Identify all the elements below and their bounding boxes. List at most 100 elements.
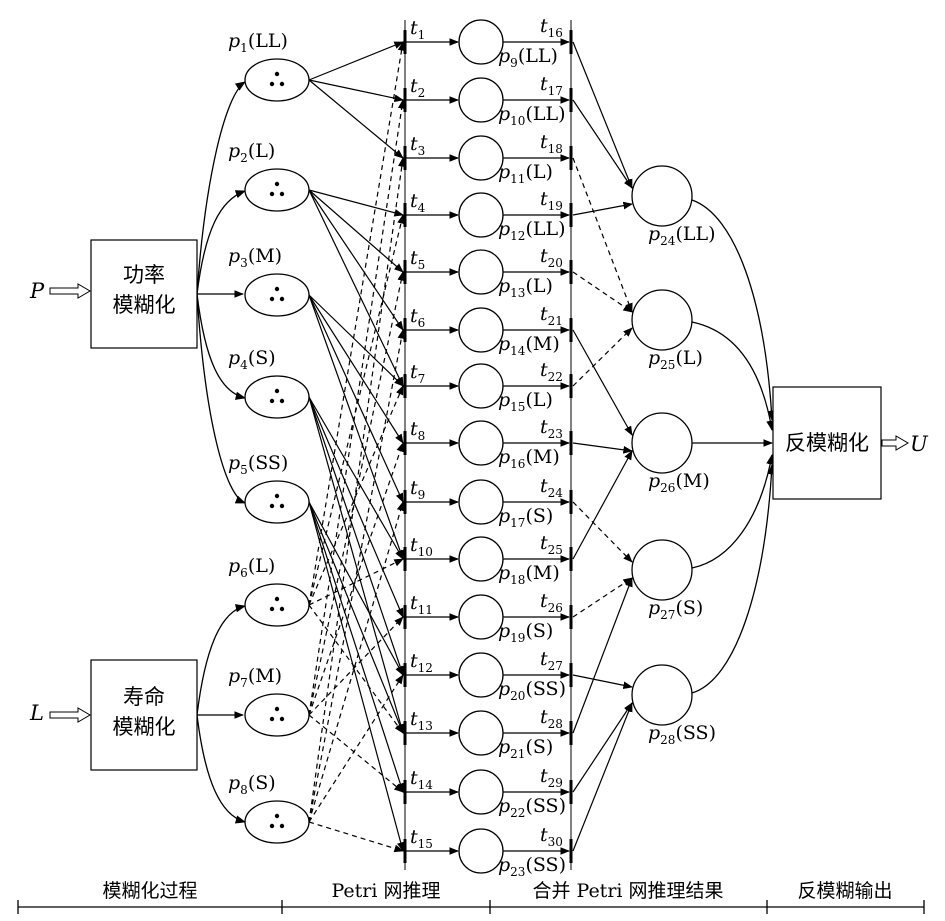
transition-t19-label: t19 xyxy=(540,188,563,213)
edge-power-p1 xyxy=(196,81,246,295)
place-p22-label: p22(SS) xyxy=(498,795,566,820)
arc-p4-t11 xyxy=(308,396,404,618)
arc-p7-t14 xyxy=(308,714,404,793)
arc-t29-p28 xyxy=(572,702,633,793)
token-dot xyxy=(279,503,285,509)
place-p8 xyxy=(244,800,310,844)
arc-p3-t10 xyxy=(308,294,404,560)
token-dot xyxy=(274,813,280,819)
place-p14 xyxy=(458,307,504,353)
place-p16 xyxy=(458,420,504,466)
output-u-arrow xyxy=(881,435,909,451)
place-p21-label: p21(S) xyxy=(498,736,553,761)
arc-p1-t1 xyxy=(308,41,404,81)
place-p11-label: p11(L) xyxy=(498,161,553,186)
transition-t15-label: t15 xyxy=(410,826,433,851)
arc-p5-t14 xyxy=(308,501,404,793)
place-p9 xyxy=(458,19,504,65)
token-dot xyxy=(269,81,275,87)
token-dot xyxy=(269,296,275,302)
transition-t12-label: t12 xyxy=(410,650,433,675)
token-dot xyxy=(279,823,285,829)
transition-t16-label: t16 xyxy=(540,15,563,40)
transition-t5-label: t5 xyxy=(410,247,425,272)
token-dot xyxy=(274,181,280,187)
arc-p5-t12 xyxy=(308,501,404,676)
transition-t3-label: t3 xyxy=(410,133,425,158)
arc-p5-t15 xyxy=(308,501,405,852)
place-p3 xyxy=(244,273,310,317)
power-fuzzify-box xyxy=(90,239,198,349)
arc-p7-t5 xyxy=(308,271,405,716)
edge-power-p5 xyxy=(196,293,246,504)
input-l-arrow xyxy=(49,707,91,723)
arc-p2-t6 xyxy=(308,189,404,331)
token-dot xyxy=(279,398,285,404)
arc-p6-t7 xyxy=(308,385,404,606)
place-p5-label: p5(SS) xyxy=(228,452,288,477)
place-p13 xyxy=(458,249,504,295)
arc-p8-t12 xyxy=(308,674,404,823)
place-p5 xyxy=(244,480,310,524)
place-p12-label: p12(LL) xyxy=(498,218,566,243)
token-dot xyxy=(269,606,275,612)
place-p16-label: p16(M) xyxy=(498,446,560,471)
place-p24 xyxy=(631,165,693,227)
arc-p28-defuzz xyxy=(691,463,776,694)
arc-p8-t9 xyxy=(308,501,405,823)
place-p12 xyxy=(458,192,504,238)
transition-t20-label: t20 xyxy=(540,245,563,270)
transition-t26-label: t26 xyxy=(540,590,563,615)
arc-t20-p25 xyxy=(572,271,633,313)
place-p18 xyxy=(458,536,504,582)
place-p14-label: p14(M) xyxy=(498,333,560,358)
place-p20-label: p20(SS) xyxy=(498,678,566,703)
arc-p7-t2 xyxy=(308,99,406,716)
place-p7-label: p7(M) xyxy=(228,665,282,690)
arc-p4-t10 xyxy=(308,396,404,560)
arc-t24-p27 xyxy=(572,501,633,563)
place-p23 xyxy=(458,828,504,874)
transition-t29-label: t29 xyxy=(540,765,563,790)
transition-t27-label: t27 xyxy=(540,648,563,673)
arc-p2-t4 xyxy=(308,189,404,217)
arc-t19-p24 xyxy=(572,201,633,216)
arc-p4-t12 xyxy=(308,396,404,676)
arc-t22-p25 xyxy=(572,327,633,387)
place-p20 xyxy=(458,652,504,698)
place-p22 xyxy=(458,769,504,815)
section-label-1: 模糊化过程 xyxy=(102,880,197,902)
place-p2-label: p2(L) xyxy=(228,140,275,165)
section-label-2: Petri 网推理 xyxy=(331,880,440,902)
place-p10-label: p10(LL) xyxy=(498,103,566,128)
input-p-arrow xyxy=(49,283,91,299)
token-dot xyxy=(274,388,280,394)
transition-t2-label: t2 xyxy=(410,75,425,100)
defuzzify-box xyxy=(772,386,882,500)
place-p15-label: p15(L) xyxy=(498,389,553,414)
token-dot xyxy=(274,706,280,712)
place-p1 xyxy=(244,58,310,102)
place-p18-label: p18(M) xyxy=(498,562,560,587)
transition-t22-label: t22 xyxy=(540,359,563,384)
arc-p24-defuzz xyxy=(691,199,776,422)
place-p13-label: p13(L) xyxy=(498,275,553,300)
transition-t21-label: t21 xyxy=(540,303,563,328)
edge-life-p6 xyxy=(196,604,247,716)
arc-p4-t13 xyxy=(308,396,405,734)
token-dot xyxy=(279,81,285,87)
transition-t13-label: t13 xyxy=(410,708,433,733)
arc-p8-t6 xyxy=(308,329,406,823)
arc-p27-defuzz xyxy=(691,453,775,569)
token-dot xyxy=(279,296,285,302)
transition-t4-label: t4 xyxy=(410,190,426,215)
token-dot xyxy=(269,191,275,197)
arc-p3-t7 xyxy=(308,294,404,387)
token-dot xyxy=(274,596,280,602)
input-p-label: P xyxy=(29,279,45,303)
transition-t8-label: t8 xyxy=(410,418,425,443)
transition-t24-label: t24 xyxy=(540,475,563,500)
edge-life-p8 xyxy=(196,714,247,824)
place-p21 xyxy=(458,710,504,756)
arc-p7-t8 xyxy=(308,442,404,716)
